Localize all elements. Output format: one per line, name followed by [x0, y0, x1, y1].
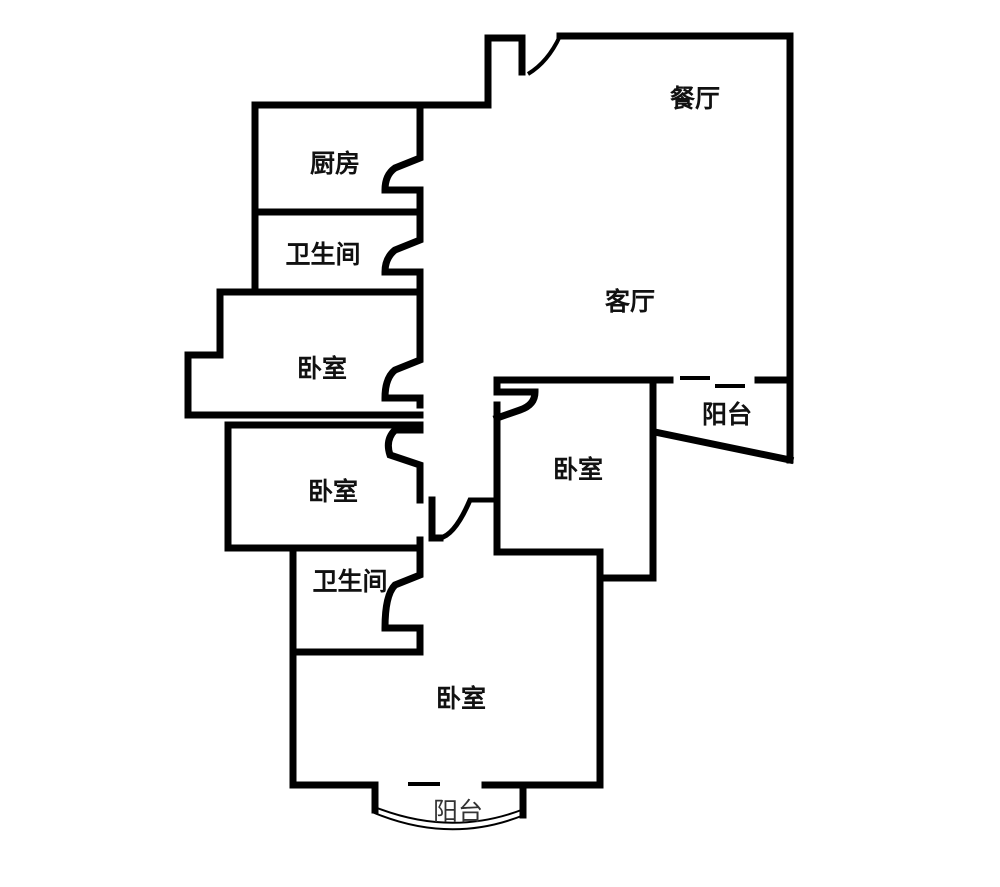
- room-label-bathroom-2: 卫生间: [312, 567, 388, 596]
- door-corridor: [439, 497, 497, 541]
- room-label-bathroom-1: 卫生间: [285, 240, 361, 269]
- wall-bedroom-3-right: [596, 376, 657, 582]
- balcony-2-rail: [371, 811, 525, 831]
- room-label-kitchen: 厨房: [309, 149, 361, 178]
- room-label-balcony-2: 阳台: [432, 797, 484, 826]
- room-label-master-bedroom: 卧室: [435, 684, 487, 713]
- wall-top-right: [556, 32, 794, 464]
- room-label-bedroom-3: 卧室: [307, 477, 359, 506]
- wall-bedroom-2: [224, 421, 424, 552]
- door-entry: [526, 35, 562, 76]
- door-bedroom-3: [492, 376, 539, 423]
- wall-bedroom-3: [493, 401, 604, 789]
- wall-top: [251, 34, 526, 109]
- room-label-bedroom-2: 卧室: [552, 455, 604, 484]
- balcony-2-rail-inner: [371, 805, 525, 824]
- room-label-bedroom-1: 卧室: [296, 354, 348, 383]
- room-label-living: 客厅: [604, 287, 656, 316]
- wall-bedroom-1: [184, 288, 424, 419]
- room-label-balcony-1: 阳台: [701, 400, 753, 429]
- wall-corridor-left: [381, 101, 424, 656]
- room-label-dining: 餐厅: [669, 84, 721, 113]
- wall-corridor-door: [428, 496, 444, 542]
- wall-balcony-1: [650, 427, 795, 465]
- wall-master-bedroom: [289, 648, 379, 789]
